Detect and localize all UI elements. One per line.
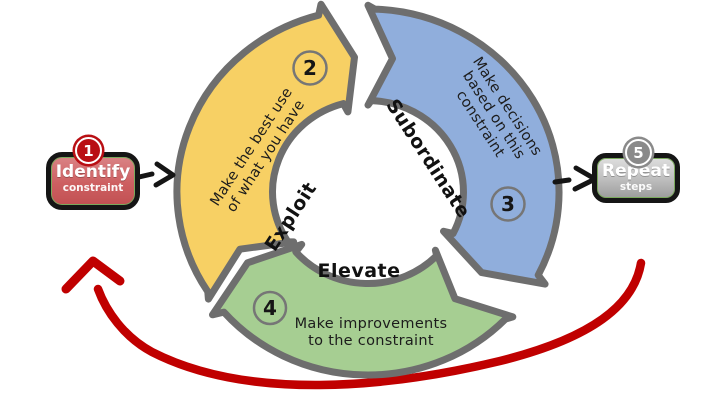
subordinate-segment xyxy=(364,1,563,288)
elevate-text: Make improvements to the constraint xyxy=(295,316,448,349)
elevate-segment xyxy=(209,240,517,379)
step-2-marker: 2 xyxy=(292,50,328,86)
repeat-box-subtitle: steps xyxy=(619,181,653,193)
connector-left-arrowhead-icon xyxy=(153,161,176,188)
repeat-box-title: Repeat xyxy=(602,161,670,181)
repeat-steps-box: 5 Repeat steps xyxy=(592,139,680,203)
step-4-number: 4 xyxy=(263,296,277,320)
elevate-text-line2: to the constraint xyxy=(308,333,434,349)
step-3-number: 3 xyxy=(501,192,515,216)
exploit-segment xyxy=(173,0,358,303)
connector-arrow-left xyxy=(136,161,176,188)
step-4-marker: 4 xyxy=(252,290,288,326)
identify-box-title: Identify xyxy=(55,162,131,182)
connector-left-dash xyxy=(136,171,155,180)
step-2-circle xyxy=(292,50,328,86)
repeat-loop-arrow xyxy=(61,256,646,390)
step-1-badge: 1 xyxy=(75,137,102,164)
step-5-badge: 5 xyxy=(625,139,652,166)
elevate-label: Elevate xyxy=(317,260,400,282)
identify-box-subtitle: constraint xyxy=(62,182,124,194)
connector-right-dash xyxy=(552,177,572,185)
step-4-circle xyxy=(252,290,288,326)
step-3-marker: 3 xyxy=(490,186,526,222)
step-1-number: 1 xyxy=(83,141,94,160)
elevate-text-line1: Make improvements xyxy=(295,316,448,332)
identify-constraint-box: 1 Identify constraint xyxy=(46,137,140,210)
step-2-number: 2 xyxy=(303,56,317,80)
step-5-number: 5 xyxy=(633,143,644,162)
repeat-loop-shaft xyxy=(93,258,646,390)
repeat-loop-arrowhead-icon xyxy=(61,256,125,294)
step-3-circle xyxy=(490,186,526,222)
